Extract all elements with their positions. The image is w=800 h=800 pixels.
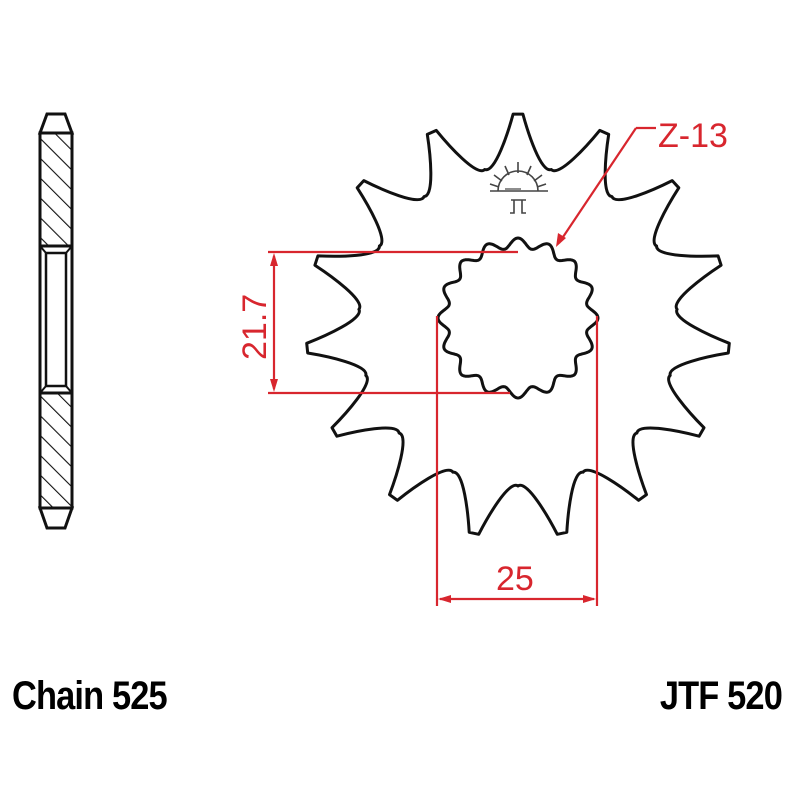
- side-profile-view: [37, 112, 75, 530]
- bottom-hatched-section: [38, 391, 74, 510]
- bore-inner: [44, 251, 68, 388]
- tooth-count-label: Z-13: [658, 117, 728, 155]
- arrowhead-left-icon: [438, 595, 451, 603]
- dimension-annotations: [268, 126, 656, 606]
- sprocket-outline: [305, 112, 731, 536]
- spline-height-value: 21.7: [236, 294, 274, 360]
- chain-size-label: Chain 525: [12, 674, 168, 718]
- tooth-count-leader-line: [558, 127, 637, 244]
- top-hatched-section: [38, 131, 74, 248]
- bottom-chamfer: [37, 506, 75, 530]
- arrowhead-up-icon: [270, 253, 278, 266]
- spline-width-value: 25: [496, 560, 534, 598]
- spline-bore-outline: [436, 236, 600, 400]
- top-chamfer: [37, 112, 75, 135]
- part-number-label: JTF 520: [659, 674, 783, 718]
- arrowhead-right-icon: [583, 595, 596, 603]
- leader-arrowhead-icon: [556, 233, 566, 247]
- rising-sun-jt-logo-icon: [489, 162, 548, 214]
- arrowhead-down-icon: [270, 379, 278, 392]
